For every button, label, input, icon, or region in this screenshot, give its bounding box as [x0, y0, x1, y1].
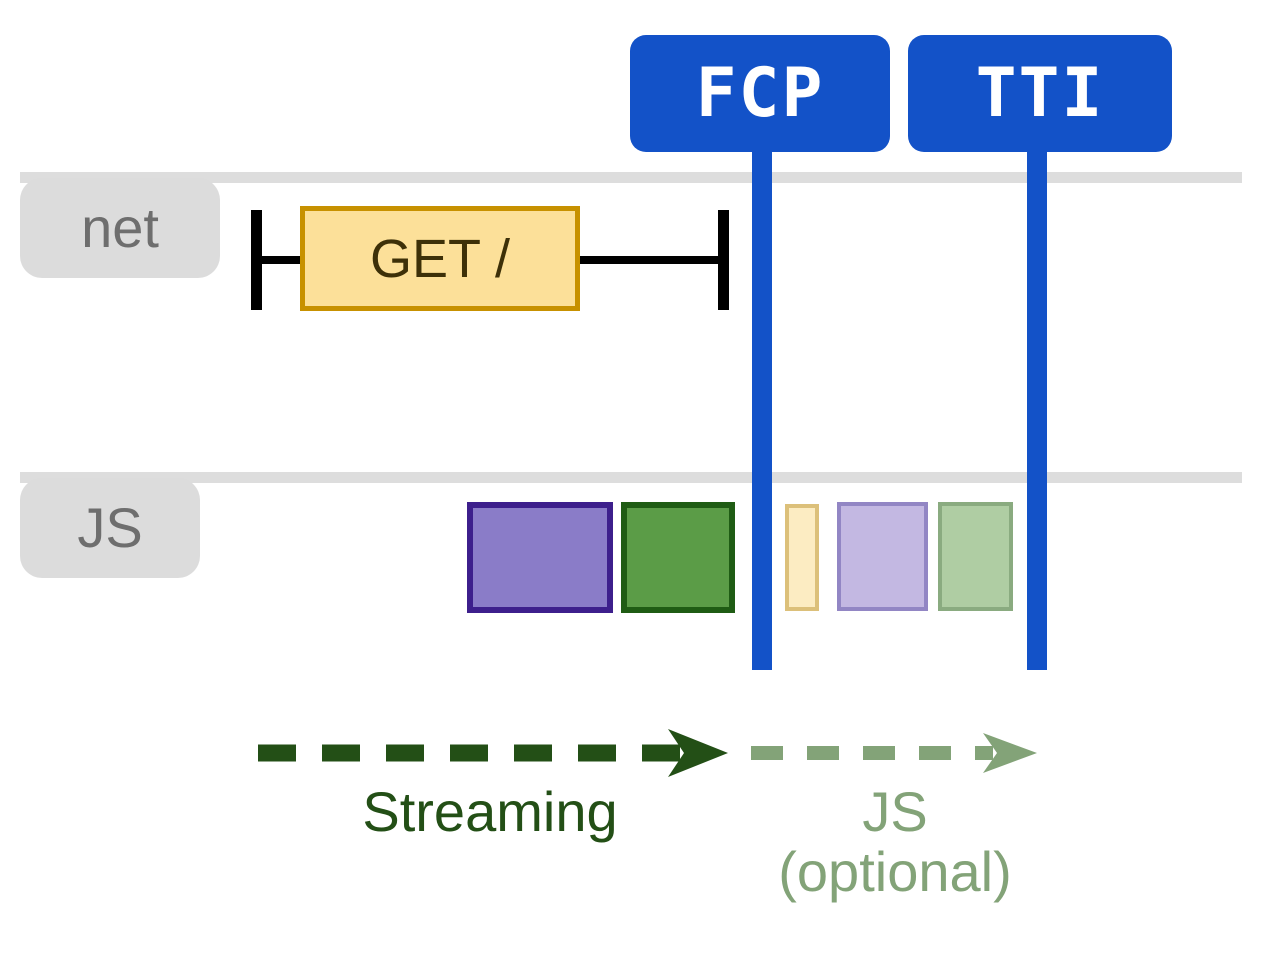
lane-rule-net: [20, 172, 1242, 183]
request-end-cap: [718, 210, 729, 310]
fcp-marker-line: [752, 140, 772, 670]
js-task-block: [467, 502, 613, 613]
lane-label-net: net: [20, 178, 220, 278]
streaming-label: Streaming: [362, 780, 618, 843]
js-task-block: [938, 502, 1013, 611]
js-task-block: [621, 502, 735, 613]
request-box-get-root: GET /: [300, 206, 580, 311]
lane-rule-js: [20, 472, 1242, 483]
js-task-block: [837, 502, 928, 611]
fcp-badge: FCP: [630, 35, 890, 152]
tti-badge: TTI: [908, 35, 1172, 152]
streaming-arrow-icon: [258, 729, 728, 777]
tti-marker-line: [1027, 140, 1047, 670]
js-optional-label: JS (optional): [778, 780, 1012, 904]
js-task-block: [785, 504, 819, 611]
lane-label-js: JS: [20, 478, 200, 578]
js-optional-arrow-icon: [751, 733, 1037, 773]
